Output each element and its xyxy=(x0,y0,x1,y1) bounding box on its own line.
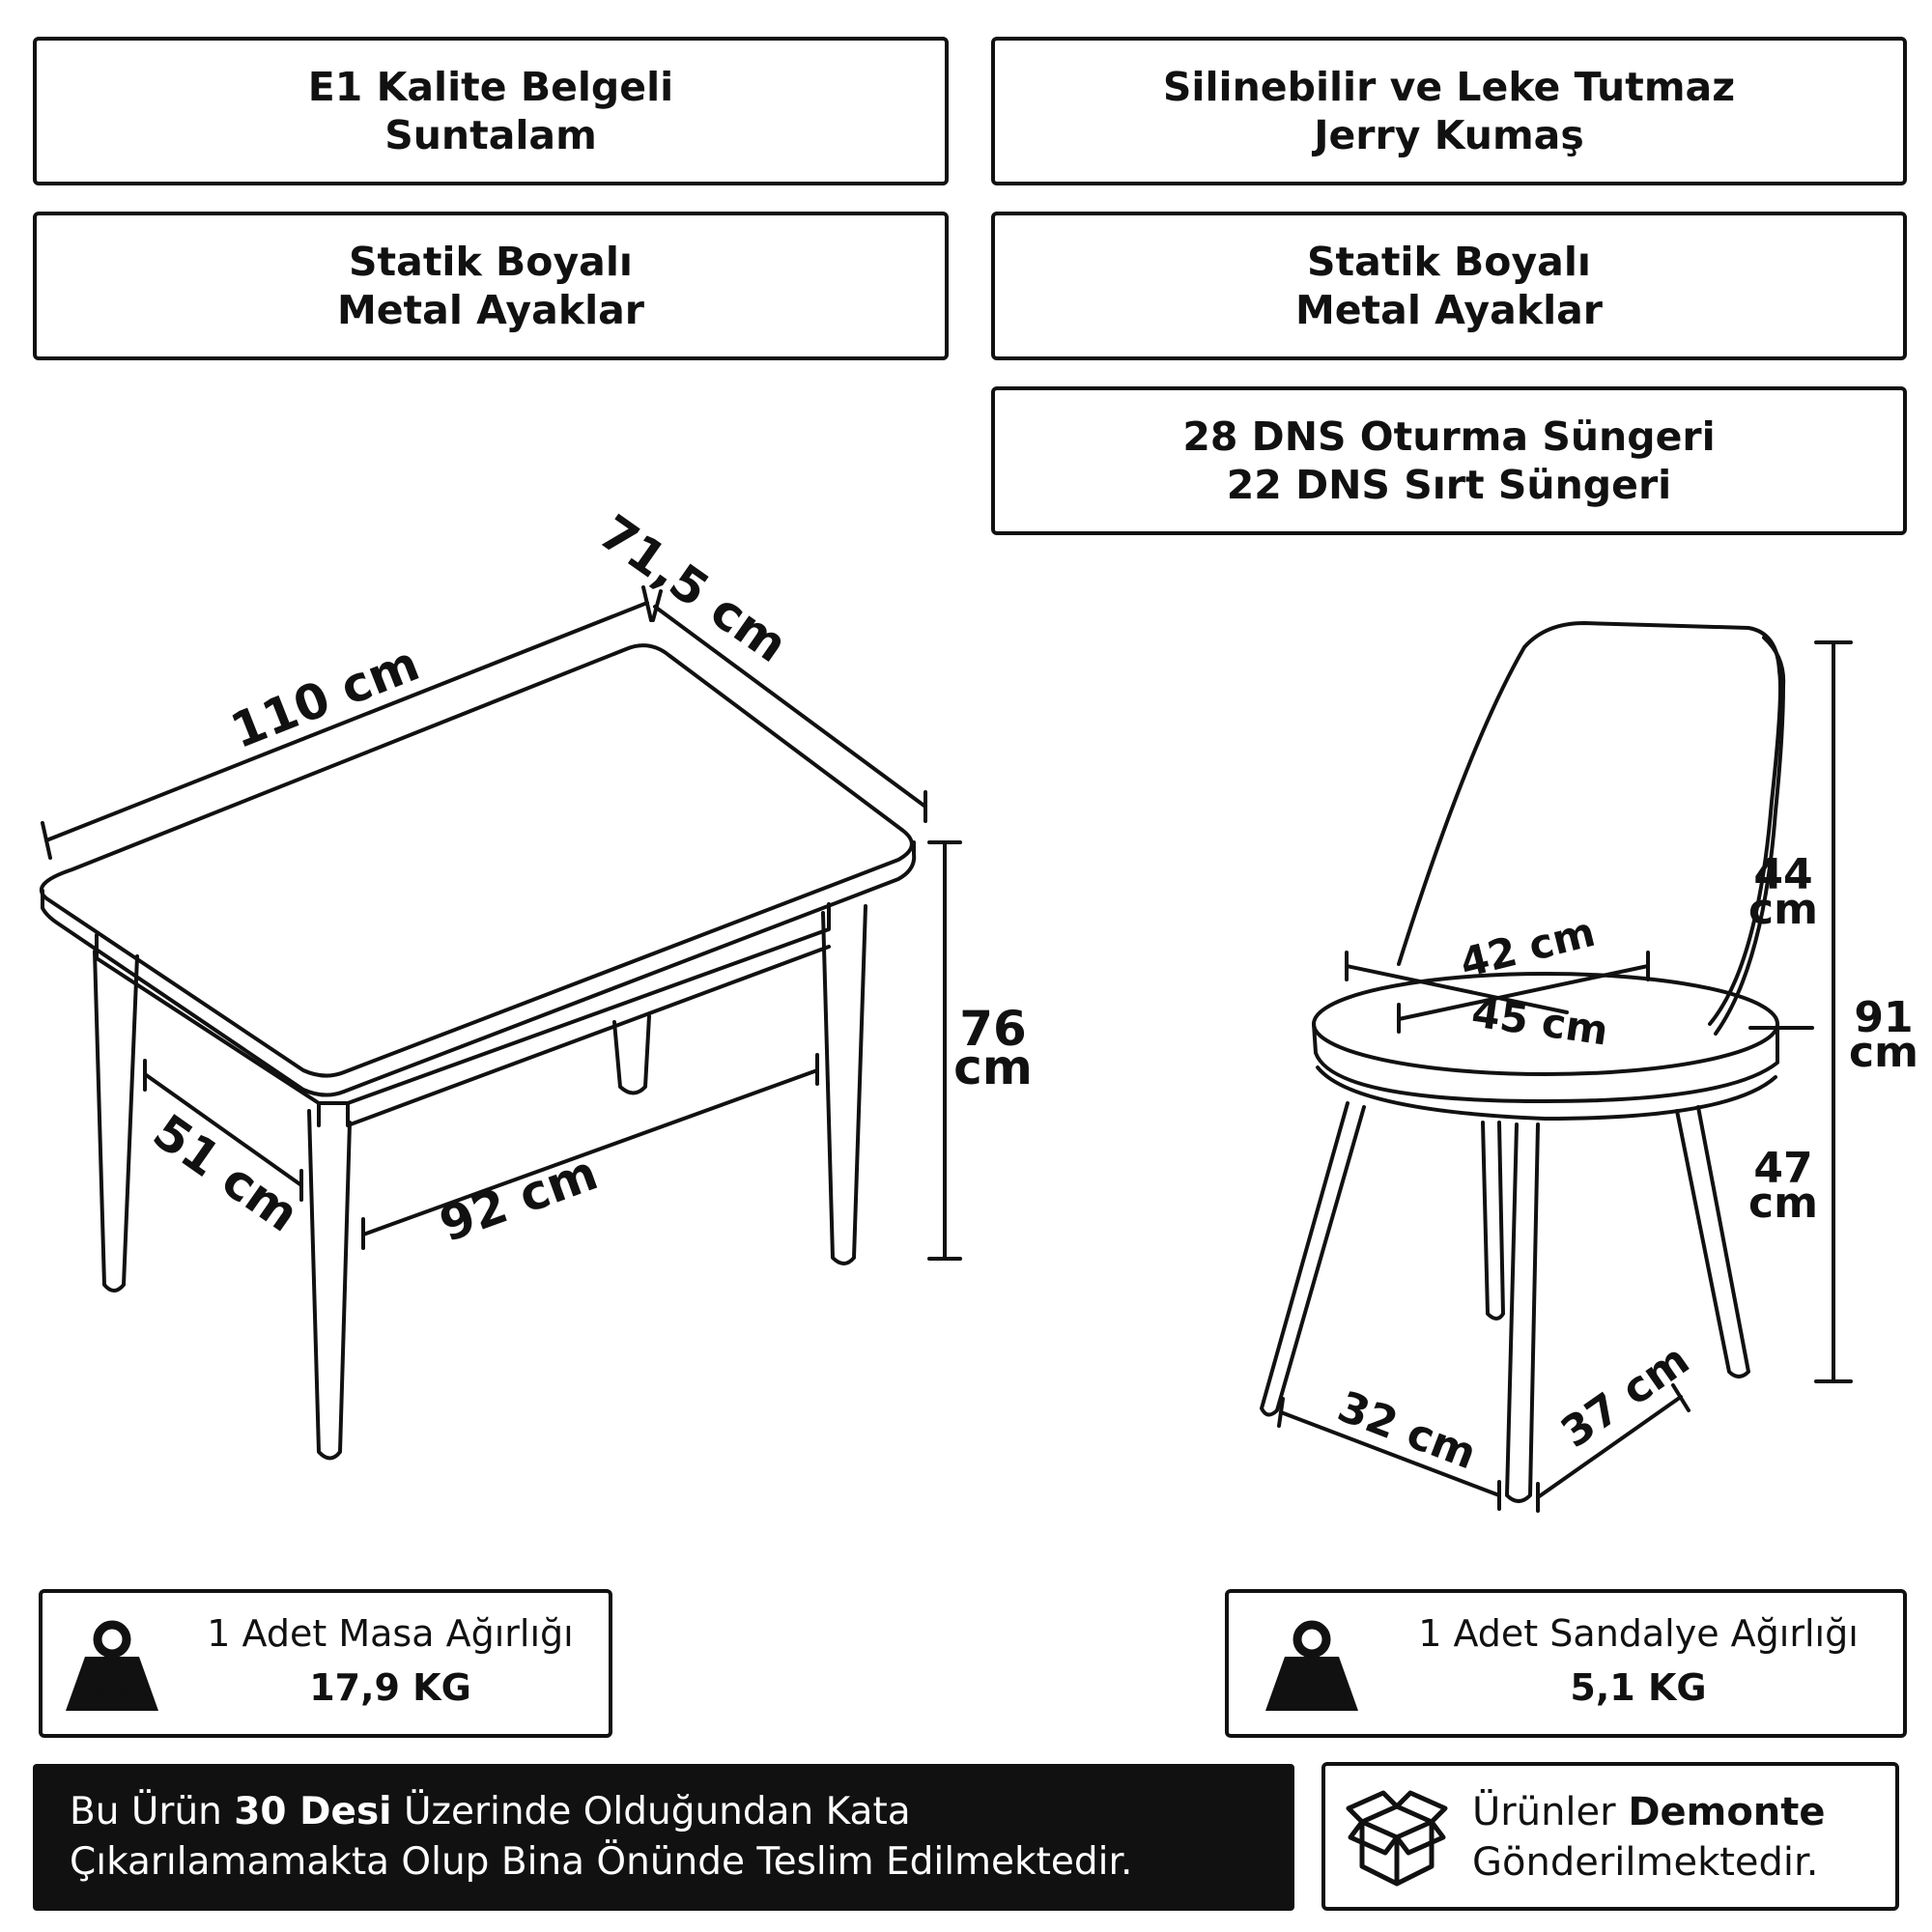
feature-line: E1 Kalite Belgeli xyxy=(307,64,674,110)
chair-seat-base xyxy=(1316,1065,1777,1121)
chair-total-height-unit: cm xyxy=(1849,1028,1918,1077)
shipping-line-1: Ürünler Demonte xyxy=(1472,1787,1826,1837)
feature-line: Statik Boyalı xyxy=(1307,239,1591,285)
chair-back-height-unit: cm xyxy=(1748,885,1818,934)
table-apron-inner xyxy=(317,945,831,1127)
feature-line: Jerry Kumaş xyxy=(1314,112,1584,158)
chair-leg-width-label: 37 cm xyxy=(1552,1335,1698,1458)
table-leg xyxy=(307,1109,352,1461)
dimension-drawing: 110 cm 71,5 cm 76 cm 51 cm 92 cm 44 xyxy=(39,504,1918,1513)
chair-leg xyxy=(1505,1122,1540,1503)
chair-weight-value: 5,1 KG xyxy=(1570,1666,1707,1709)
notice-highlight: 30 Desi xyxy=(234,1790,392,1833)
feature-line: 22 DNS Sırt Süngeri xyxy=(1226,462,1672,508)
table-top-edge xyxy=(41,840,917,1097)
table-height-unit: cm xyxy=(953,1039,1033,1095)
weight-icon: KG xyxy=(66,1620,158,1711)
chair-back-height-number: 44 xyxy=(1753,850,1812,899)
shipping-text: Ürünler Demonte Gönderilmektedir. xyxy=(1472,1787,1826,1888)
shipping-prefix: Ürünler xyxy=(1472,1790,1629,1834)
chair-total-height-number: 91 xyxy=(1854,993,1913,1042)
table-width-label: 71,5 cm xyxy=(589,504,798,673)
chair-seat-height-unit: cm xyxy=(1748,1179,1818,1228)
table-top xyxy=(39,643,914,1078)
delivery-notice: Bu Ürün 30 Desi Üzerinde Olduğundan Kata… xyxy=(33,1764,1294,1911)
chair-dimensions xyxy=(1277,640,1853,1513)
feature-line: Metal Ayaklar xyxy=(1294,287,1604,333)
weight-icon: KG xyxy=(1265,1620,1358,1711)
notice-line-2: Çıkarılamamakta Olup Bina Önünde Teslim … xyxy=(70,1840,1133,1884)
table-leg xyxy=(821,904,867,1265)
chair-weight-title: 1 Adet Sandalye Ağırlığı xyxy=(1418,1612,1859,1655)
chair-seat-height-number: 47 xyxy=(1753,1144,1812,1193)
table-illustration xyxy=(39,643,917,1461)
table-height-number: 76 xyxy=(959,1001,1027,1057)
feature-table-legs: Statik Boyalı Metal Ayaklar xyxy=(33,212,949,360)
feature-chair-fabric: Silinebilir ve Leke Tutmaz Jerry Kumaş xyxy=(991,37,1907,185)
notice-text: Bu Ürün xyxy=(70,1790,235,1833)
table-dimensions xyxy=(41,585,962,1261)
feature-chair-legs: Statik Boyalı Metal Ayaklar xyxy=(991,212,1907,360)
feature-line: Metal Ayaklar xyxy=(336,287,645,333)
chair-backrest xyxy=(1397,621,1782,1026)
chair-seat-width-label: 45 cm xyxy=(1469,988,1611,1054)
feature-line: Silinebilir ve Leke Tutmaz xyxy=(1162,64,1736,110)
shipping-highlight: Demonte xyxy=(1628,1790,1826,1834)
chair-leg-depth-label: 32 cm xyxy=(1331,1382,1483,1480)
table-inner-length-label: 92 cm xyxy=(433,1145,605,1253)
chair-leg xyxy=(1675,1105,1750,1378)
table-weight-value: 17,9 KG xyxy=(309,1666,471,1709)
table-weight-box: KG 1 Adet Masa Ağırlığı 17,9 KG xyxy=(39,1589,612,1738)
feature-line: 28 DNS Oturma Süngeri xyxy=(1182,413,1716,460)
chair-weight-box: KG 1 Adet Sandalye Ağırlığı 5,1 KG xyxy=(1225,1589,1907,1738)
notice-line-1: Bu Ürün 30 Desi Üzerinde Olduğundan Kata xyxy=(70,1787,1258,1837)
weight-badge-text: KG xyxy=(91,1670,134,1702)
feature-line: Statik Boyalı xyxy=(349,239,633,285)
chair-seat-side xyxy=(1312,1022,1779,1103)
table-weight-text: 1 Adet Masa Ağırlığı 17,9 KG xyxy=(178,1606,603,1715)
table-leg xyxy=(612,1014,651,1095)
shipping-info: Ürünler Demonte Gönderilmektedir. xyxy=(1321,1762,1899,1911)
chair-backrest-edge xyxy=(1714,636,1786,1036)
feature-table-top: E1 Kalite Belgeli Suntalam xyxy=(33,37,949,185)
chair-weight-text: 1 Adet Sandalye Ağırlığı 5,1 KG xyxy=(1374,1606,1903,1715)
chair-illustration xyxy=(1260,621,1786,1503)
box-icon xyxy=(1346,1790,1448,1887)
chair-leg xyxy=(1260,1101,1366,1417)
feature-chair-foam: 28 DNS Oturma Süngeri 22 DNS Sırt Sünger… xyxy=(991,386,1907,535)
feature-line: Suntalam xyxy=(384,112,597,158)
table-leg xyxy=(93,950,139,1293)
table-weight-title: 1 Adet Masa Ağırlığı xyxy=(207,1612,574,1655)
notice-text: Üzerinde Olduğundan Kata xyxy=(391,1790,911,1833)
weight-badge-text: KG xyxy=(1291,1670,1334,1702)
chair-leg xyxy=(1481,1121,1505,1321)
shipping-line-2: Gönderilmektedir. xyxy=(1472,1840,1819,1885)
